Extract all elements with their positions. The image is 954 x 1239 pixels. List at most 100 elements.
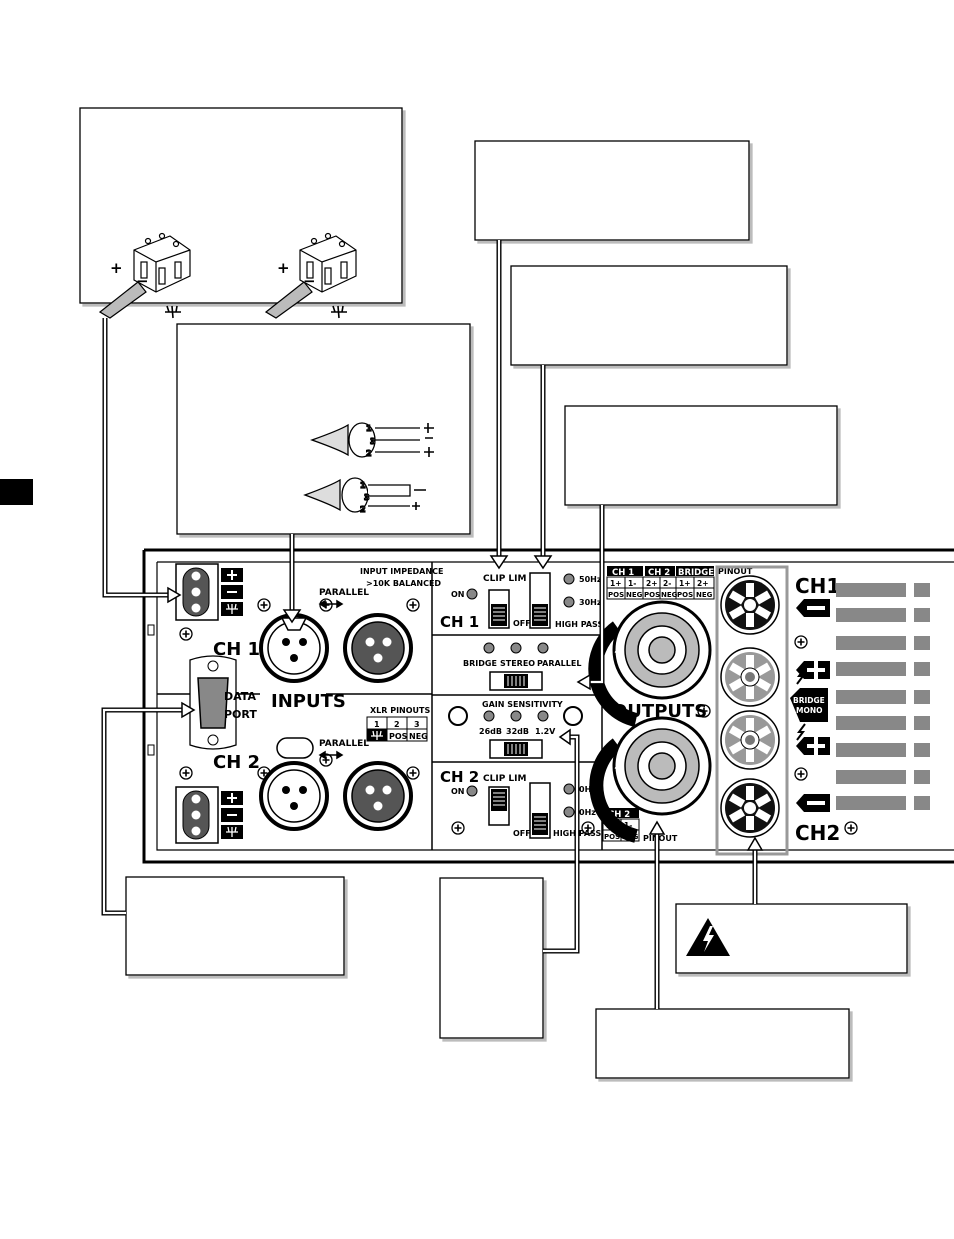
xlr-pinouts-title: XLR PINOUTS — [370, 706, 431, 715]
euroblock-plug-icon-2 — [264, 232, 357, 319]
speakon-pin: 1+ — [679, 579, 691, 588]
svg-text:3: 3 — [364, 493, 370, 502]
input-ch1-label: CH 1 — [213, 639, 260, 660]
panel-screw — [451, 821, 465, 835]
output-ch2-label: CH2 — [795, 821, 840, 845]
hp-led — [563, 573, 575, 585]
gain-12-label: 1.2V — [535, 727, 556, 736]
binding-post-ch2-positive[interactable] — [720, 710, 780, 770]
xlr-input-ch2-male[interactable] — [259, 761, 329, 831]
rear-panel — [142, 548, 954, 864]
gain-led — [537, 710, 549, 722]
gain-switch[interactable] — [489, 739, 543, 759]
plug-minus-2: − — [303, 272, 316, 290]
speakon-pin: 2+ — [646, 579, 658, 588]
parallel-label: PARALLEL — [319, 739, 369, 749]
on-label: ON — [451, 590, 465, 599]
speakon-pinout-table-top — [606, 566, 715, 600]
binding-post-ch1-positive[interactable] — [720, 647, 780, 707]
speakon-ch2-label: CH 2 — [648, 568, 670, 578]
section-ch2-label: CH 2 — [440, 768, 479, 786]
speakon-pin: 1- — [628, 579, 636, 588]
bridge-mono-badge — [790, 667, 828, 741]
hp-led — [563, 806, 575, 818]
callout-mode-switch — [564, 405, 838, 506]
binding-post-ch1-negative[interactable] — [720, 575, 780, 635]
pinout-label: PINOUT — [718, 567, 753, 576]
panel-screw — [179, 766, 193, 780]
gain-sensitivity-title: GAIN SENSITIVITY — [482, 700, 563, 709]
polarity-plus-icon — [796, 737, 830, 755]
speakon-pin-name: NEG — [626, 591, 643, 599]
ground-icon — [371, 730, 383, 740]
polarity-minus-icon — [796, 794, 830, 812]
heat-sink-fins — [836, 583, 930, 810]
xlr-pin-name: NEG — [409, 732, 428, 741]
mode-led — [483, 642, 495, 654]
xlr-cable-balanced-icon: 1 3 2 — [310, 422, 434, 459]
euroblock-plug-icon-1 — [98, 232, 191, 319]
callout-high-pass — [510, 265, 788, 366]
outputs-label: OUTPUTS — [612, 701, 707, 722]
euroblock-input-ch2[interactable] — [175, 786, 243, 844]
svg-text:2: 2 — [360, 505, 366, 514]
panel-screw — [257, 598, 271, 612]
plug-plus-2: + — [277, 259, 290, 277]
clip-limiter-switch-ch1[interactable] — [488, 589, 510, 629]
speakon-pin: 1+ — [610, 579, 622, 588]
callout-clip-limiter — [474, 140, 750, 241]
high-pass-switch-ch2[interactable] — [529, 782, 551, 839]
data-port-connector[interactable] — [189, 655, 237, 750]
speakon-pin-name: POS — [604, 833, 620, 841]
gain-pot[interactable] — [448, 706, 468, 726]
speakon-pin-name: NEG — [696, 591, 713, 599]
panel-screw — [794, 767, 808, 781]
xlr-cable-unbalanced-icon: 1 3 2 — [303, 477, 426, 515]
high-pass-label: HIGH PASS — [555, 620, 603, 629]
gain-led — [510, 710, 522, 722]
xlr-latch — [276, 737, 314, 759]
speakon-ch1-label: CH 1 — [612, 568, 634, 578]
data-port-label: DATA — [224, 690, 256, 703]
hz30-label: 0Hz — [579, 808, 596, 817]
mode-stereo-label: STEREO — [500, 659, 535, 668]
mode-switch[interactable] — [489, 671, 543, 691]
svg-text:3: 3 — [370, 437, 376, 446]
panel-screw — [406, 598, 420, 612]
speakon-output-ch2[interactable] — [589, 716, 712, 843]
mode-led — [510, 642, 522, 654]
mode-bridge-label: BRIDGE — [463, 659, 497, 668]
xlr-latch — [280, 617, 308, 631]
input-impedance-label: INPUT IMPEDANCE — [360, 567, 443, 576]
plug-minus-1: − — [136, 272, 149, 290]
panel-screw — [794, 635, 808, 649]
callout-data-port — [125, 876, 345, 976]
hz30-label: 30Hz — [579, 598, 602, 607]
xlr-input-ch1-female[interactable] — [343, 613, 413, 683]
gain-pot[interactable] — [563, 706, 583, 726]
plug-plus-1: + — [110, 259, 123, 277]
binding-post-ch2-negative[interactable] — [720, 778, 780, 838]
xlr-input-ch2-female[interactable] — [343, 761, 413, 831]
arrowhead-icon — [167, 555, 764, 851]
output-ch1-label: CH1 — [795, 574, 840, 598]
input-impedance-label: >10K BALANCED — [366, 579, 441, 588]
speakon-pin: 2- — [663, 579, 671, 588]
on-label: ON — [451, 787, 465, 796]
clip-limiter-switch-ch2[interactable] — [488, 786, 510, 826]
svg-text:2: 2 — [366, 449, 372, 458]
euroblock-input-ch1[interactable] — [175, 563, 243, 621]
clip-led-ch2 — [466, 785, 478, 797]
pinout-label: PINOUT — [643, 834, 678, 843]
clip-lim-label: CLIP LIM — [483, 774, 527, 784]
off-label: OFF — [513, 829, 531, 838]
speakon-pin-name: POS — [608, 591, 624, 599]
xlr-pin-number: 3 — [414, 720, 420, 729]
mode-led — [537, 642, 549, 654]
callout-gain — [439, 877, 544, 1039]
panel-screw — [406, 766, 420, 780]
input-ch2-label: CH 2 — [213, 752, 260, 773]
high-pass-switch-ch1[interactable] — [529, 572, 551, 629]
